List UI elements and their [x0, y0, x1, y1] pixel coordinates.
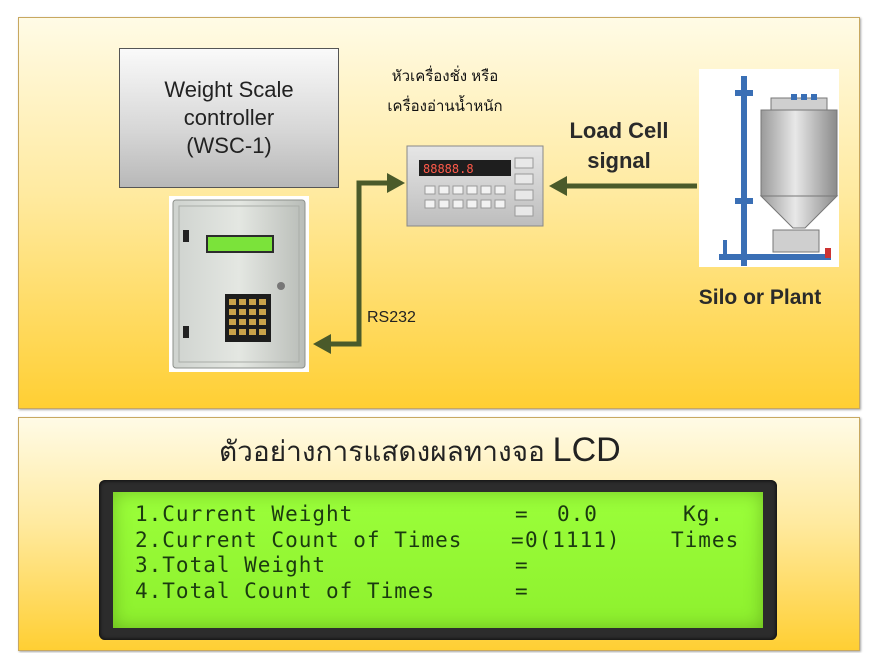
svg-text:88888.8: 88888.8 [423, 162, 474, 176]
lcd-row-1-value: 0.0 [557, 502, 598, 526]
lcd-row-4-label: 4.Total Count of Times [135, 579, 436, 603]
lcd-row-3-eq: = [515, 553, 529, 577]
lcd-title-thai: ตัวอย่างการแสดงผลทางจอ [219, 436, 545, 467]
silo-plant-label: Silo or Plant [698, 286, 822, 309]
controller-label-line3: (WSC-1) [186, 133, 272, 158]
load-cell-label-line1: Load Cell [569, 118, 669, 143]
lcd-display-frame: 1.Current Weight = 0.0 Kg. 2.Current Cou… [99, 480, 777, 640]
lcd-row-2-eq: = [511, 528, 525, 552]
lcd-row-4-eq: = [515, 579, 529, 603]
lcd-row-2-unit: Times [671, 528, 740, 552]
indicator-title-line1: หัวเครื่องชั่ง หรือ [391, 68, 499, 85]
load-cell-arrow [549, 176, 697, 196]
lcd-screen: 1.Current Weight = 0.0 Kg. 2.Current Cou… [113, 492, 763, 628]
controller-label-line1: Weight Scale [164, 77, 294, 102]
controller-label-line2: controller [183, 105, 275, 130]
controller-cabinet-image [169, 196, 309, 372]
lcd-example-panel: ตัวอย่างการแสดงผลทางจอ LCD 1.Current Wei… [18, 417, 860, 651]
silo-plant-image [699, 69, 839, 267]
lcd-row-2-label: 2.Current Count of Times [135, 528, 463, 552]
weight-indicator-image: 88888.8 [406, 145, 544, 227]
diagram-graphics: 88888.8 [169, 69, 839, 372]
load-cell-label-line2: signal [587, 148, 651, 173]
lcd-title-lcd: LCD [552, 431, 621, 469]
controller-label-box: Weight Scale controller (WSC-1) [119, 48, 339, 188]
lcd-row-3-label: 3.Total Weight [135, 553, 327, 577]
lcd-row-1-eq: = [515, 502, 529, 526]
load-cell-signal-label: Load Cell signal [544, 116, 694, 176]
lcd-row-1-unit: Kg. [683, 502, 724, 526]
rs232-label: RS232 [367, 309, 416, 326]
lcd-row-1-label: 1.Current Weight [135, 502, 354, 526]
indicator-title-line2: เครื่องอ่านน้ำหนัก [387, 98, 503, 115]
lcd-row-2-value: 0(1111) [525, 528, 621, 552]
system-diagram-panel: Weight Scale controller (WSC-1) หัวเครื่… [18, 17, 860, 409]
lcd-example-title: ตัวอย่างการแสดงผลทางจอ LCD [219, 430, 621, 474]
rs232-connection-arrow [313, 173, 405, 354]
